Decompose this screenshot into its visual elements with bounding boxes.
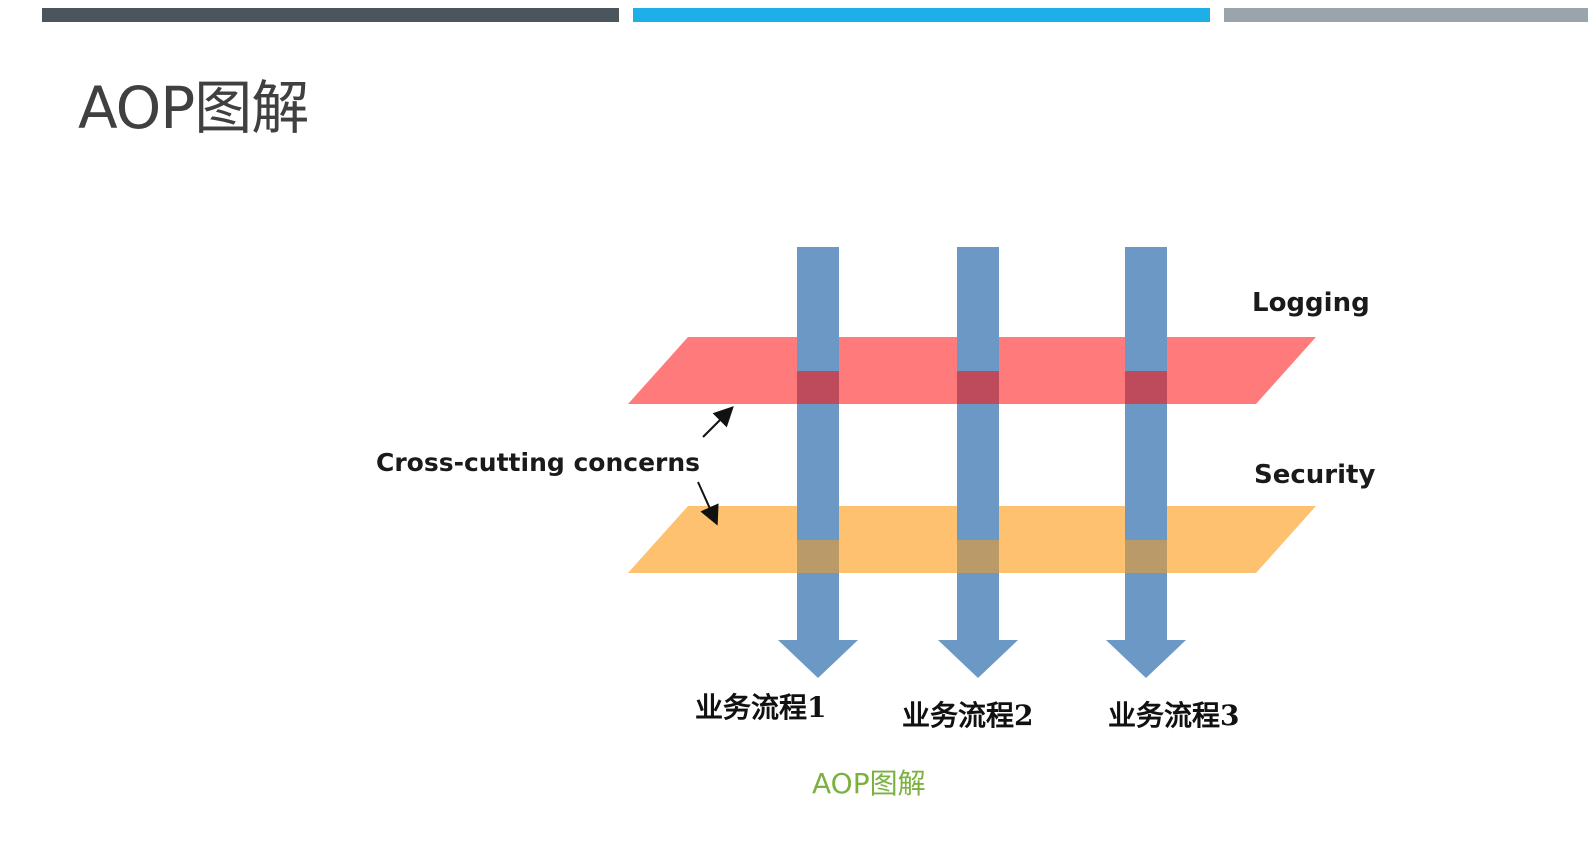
top-accent-bar-dark <box>42 8 619 22</box>
slide-title: AOP图解 <box>78 74 309 142</box>
business-flow-arrow-3 <box>1106 247 1186 678</box>
flow-label-2: 业务流程2 <box>902 699 1033 732</box>
security-intersection-3 <box>1125 540 1167 573</box>
logging-label: Logging <box>1252 288 1370 318</box>
logging-intersection-1 <box>797 371 839 404</box>
business-flow-arrow-1 <box>778 247 858 678</box>
security-intersection-1 <box>797 540 839 573</box>
top-accent-bar-blue <box>633 8 1210 22</box>
concern-pointer-arrow-down <box>697 481 719 526</box>
security-label: Security <box>1254 460 1375 490</box>
top-accent-bar-gray <box>1224 8 1588 22</box>
cross-cutting-concerns-label: Cross-cutting concerns <box>376 448 700 477</box>
flow-label-3: 业务流程3 <box>1108 699 1239 732</box>
logging-intersection-2 <box>957 371 999 404</box>
concern-pointer-arrow-up <box>702 406 734 438</box>
flow-label-1: 业务流程1 <box>695 691 826 724</box>
logging-intersection-3 <box>1125 371 1167 404</box>
security-intersection-2 <box>957 540 999 573</box>
business-flow-arrow-2 <box>938 247 1018 678</box>
diagram-caption: AOP图解 <box>812 767 926 800</box>
